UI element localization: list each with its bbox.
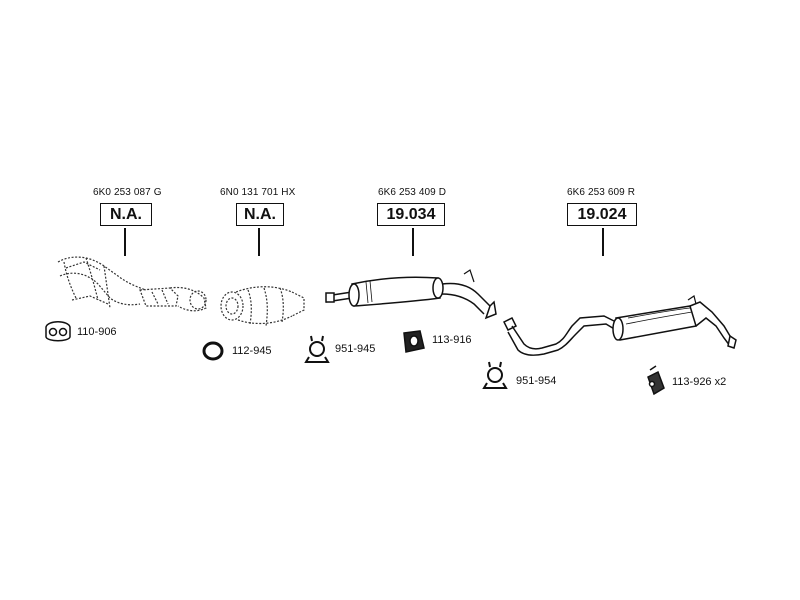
accessory-code-rubber-mount: 113-916	[432, 334, 472, 346]
leader-line-middle-silencer	[412, 228, 414, 256]
oem-number-catalytic-converter: 6N0 131 701 HX	[220, 187, 296, 198]
exhaust-hanger-icon[interactable]	[647, 365, 665, 396]
leader-line-exhaust-manifold	[124, 228, 126, 256]
leader-line-rear-silencer	[602, 228, 604, 256]
accessory-code-pipe-clamp-2: 951-954	[516, 375, 557, 387]
exhaust-manifold-drawing[interactable]	[57, 256, 207, 312]
catalytic-converter-drawing[interactable]	[220, 286, 305, 327]
gasket-icon[interactable]	[45, 321, 71, 342]
accessory-code-pipe-clamp-1: 951-945	[335, 343, 376, 355]
ring-gasket-icon[interactable]	[202, 341, 224, 361]
accessory-code-ring-gasket: 112-945	[232, 345, 272, 357]
accessory-code-exhaust-hanger: 113-926 x2	[672, 376, 727, 388]
reference-box-middle-silencer[interactable]: 19.034	[377, 203, 445, 226]
oem-number-rear-silencer: 6K6 253 609 R	[567, 187, 636, 198]
reference-box-rear-silencer[interactable]: 19.024	[567, 203, 637, 226]
reference-box-catalytic-converter[interactable]: N.A.	[236, 203, 284, 226]
pipe-clamp-icon-1[interactable]	[304, 335, 330, 363]
pipe-clamp-icon-2[interactable]	[482, 361, 508, 389]
leader-line-catalytic-converter	[258, 228, 260, 256]
reference-box-exhaust-manifold[interactable]: N.A.	[100, 203, 152, 226]
oem-number-middle-silencer: 6K6 253 409 D	[378, 187, 447, 198]
rubber-mount-icon[interactable]	[403, 330, 425, 353]
oem-number-exhaust-manifold: 6K0 253 087 G	[93, 187, 162, 198]
accessory-code-gasket: 110-906	[77, 326, 117, 338]
middle-silencer-drawing[interactable]	[325, 269, 497, 320]
rear-silencer-drawing[interactable]	[502, 295, 737, 356]
